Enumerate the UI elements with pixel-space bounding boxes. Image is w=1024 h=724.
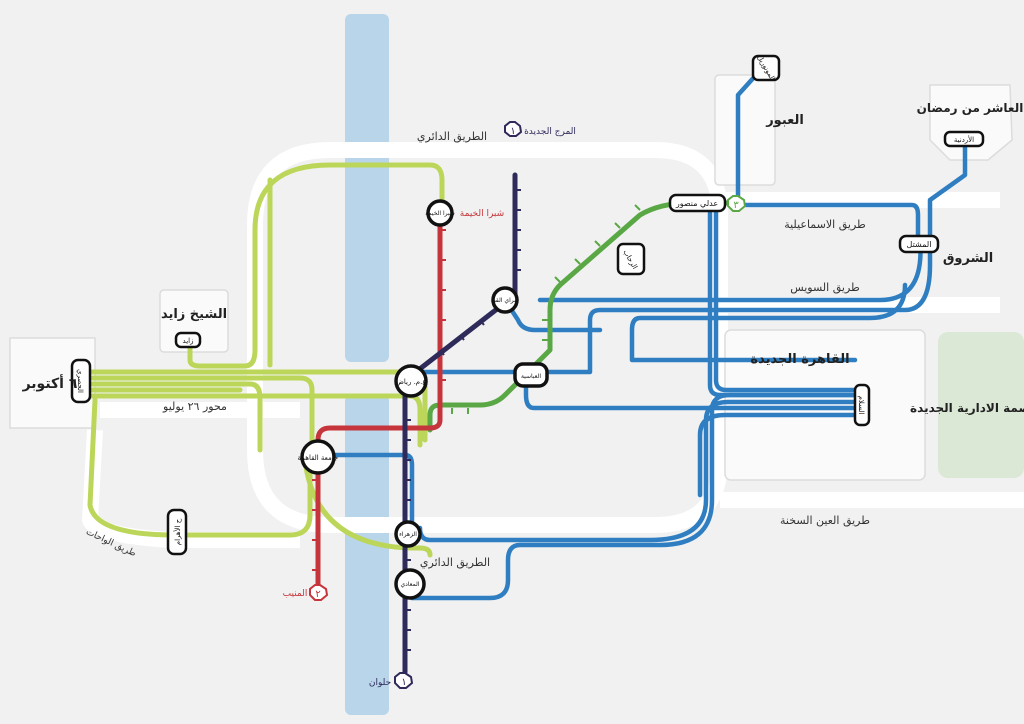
- ahram-label: ح الأهرام: [173, 518, 182, 545]
- tenth-label: العاشر من رمضان: [917, 101, 1024, 115]
- adly-pill: [668, 193, 727, 213]
- shubra-label: شبرا الخيمة: [460, 209, 504, 219]
- adly-badge-icon: [727, 195, 747, 212]
- helwan-badge-icon: [394, 672, 414, 689]
- marg-badge-number: ١: [510, 126, 515, 137]
- road-network: [82, 142, 1024, 548]
- small-station-circles: شبرا الخيمة سراي القبة ع.م. رياض جامعة ا…: [298, 210, 542, 588]
- nile-river-lower: [345, 395, 389, 715]
- riad-circle-label: ع.م. رياض: [395, 378, 427, 386]
- new-cairo-label: القاهرة الجديدة: [750, 352, 849, 367]
- ring-road-bottom-label: الطريق الدائري: [420, 556, 490, 570]
- husary-label: الحصري: [76, 369, 84, 393]
- moneeb-badge-icon: [309, 584, 329, 601]
- line1-ticks: [405, 189, 521, 651]
- station-cairo-univ-circle: [300, 439, 336, 475]
- ring-road-top-label: الطريق الدائري: [417, 130, 487, 144]
- obour-city-area: [714, 74, 776, 186]
- new-cairo-area: [724, 329, 926, 481]
- tenth-city-area: [929, 84, 1013, 161]
- helwan-label: حلوان: [369, 678, 391, 688]
- ismailia-road-label: طريق الاسماعيلية: [784, 218, 866, 232]
- zayed-label: الشيخ زايد: [161, 307, 227, 322]
- salam-pill: [853, 383, 871, 427]
- july26-label: محور ٢٦ يوليو: [162, 400, 227, 413]
- adly-label: عدلي منصور: [675, 199, 718, 208]
- cairo-univ-circle-label: جامعة القاهرة: [298, 454, 339, 462]
- salam-label: السلام: [857, 396, 865, 415]
- ardenya-label: الأردنية: [954, 135, 974, 144]
- capital-label: العاصمة الادارية الجديدة: [910, 401, 1024, 415]
- husary-pill: [70, 358, 92, 404]
- monorail-east-line: [315, 62, 968, 601]
- october-label: ٦ أكتوبر: [22, 374, 78, 392]
- suez-road-label: طريق السويس: [790, 281, 860, 295]
- station-shubra-circle: [426, 199, 454, 227]
- rehab-pill: [616, 242, 646, 276]
- sarai-circle-label: سراي القبة: [491, 297, 519, 304]
- marg-badge-icon: [504, 121, 523, 137]
- helwan-badge-number: ١: [401, 677, 406, 688]
- station-abbasia-box: [513, 362, 549, 388]
- maadi-circle-label: المعادي: [400, 581, 419, 588]
- obour-label: العبور: [765, 113, 804, 128]
- mostashal-label: المشتل: [907, 240, 932, 249]
- sokhna-road-label: طريق العين السخنة: [780, 514, 870, 528]
- moneeb-label: المنيب: [283, 589, 308, 599]
- zayed-st-label: زايد: [183, 337, 194, 345]
- adly-badge-number: ٣: [733, 200, 739, 211]
- nile-river: [345, 14, 389, 362]
- new-capital-area: [938, 332, 1024, 478]
- shubra-circle-label: شبرا الخيمة: [425, 210, 455, 217]
- terminal-labels: المرج الجديدة حلوان شبرا الخيمة المنيب: [283, 127, 576, 688]
- moneeb-badge-number: ٢: [315, 589, 320, 600]
- station-zahraa-circle: [394, 520, 422, 548]
- pill-stations: [70, 54, 985, 556]
- region-labels: ٦ أكتوبر الشيخ زايد العبور العاشر من رمض…: [22, 101, 1024, 415]
- line3: [427, 200, 740, 433]
- line3-ticks: [451, 204, 641, 414]
- monorail-pill: [751, 54, 781, 82]
- mostashal-pill: [898, 234, 940, 254]
- station-maadi-circle: [394, 568, 426, 600]
- terminal-badges: ١ ١ ٢ ٣: [309, 121, 747, 689]
- abbasia-box-label: العباسية: [521, 373, 541, 380]
- zayed-pill: [174, 331, 202, 349]
- ardenya-pill: [943, 130, 985, 148]
- ahram-pill: [166, 508, 188, 556]
- station-riad-circle: [394, 364, 428, 398]
- marg-label: المرج الجديدة: [524, 127, 576, 137]
- zahraa-circle-label: الزهراء: [399, 531, 417, 538]
- station-sarai-circle: [491, 286, 519, 314]
- shorouk-label: الشروق: [943, 251, 993, 266]
- station-circles: [300, 199, 549, 600]
- line2: [315, 209, 443, 588]
